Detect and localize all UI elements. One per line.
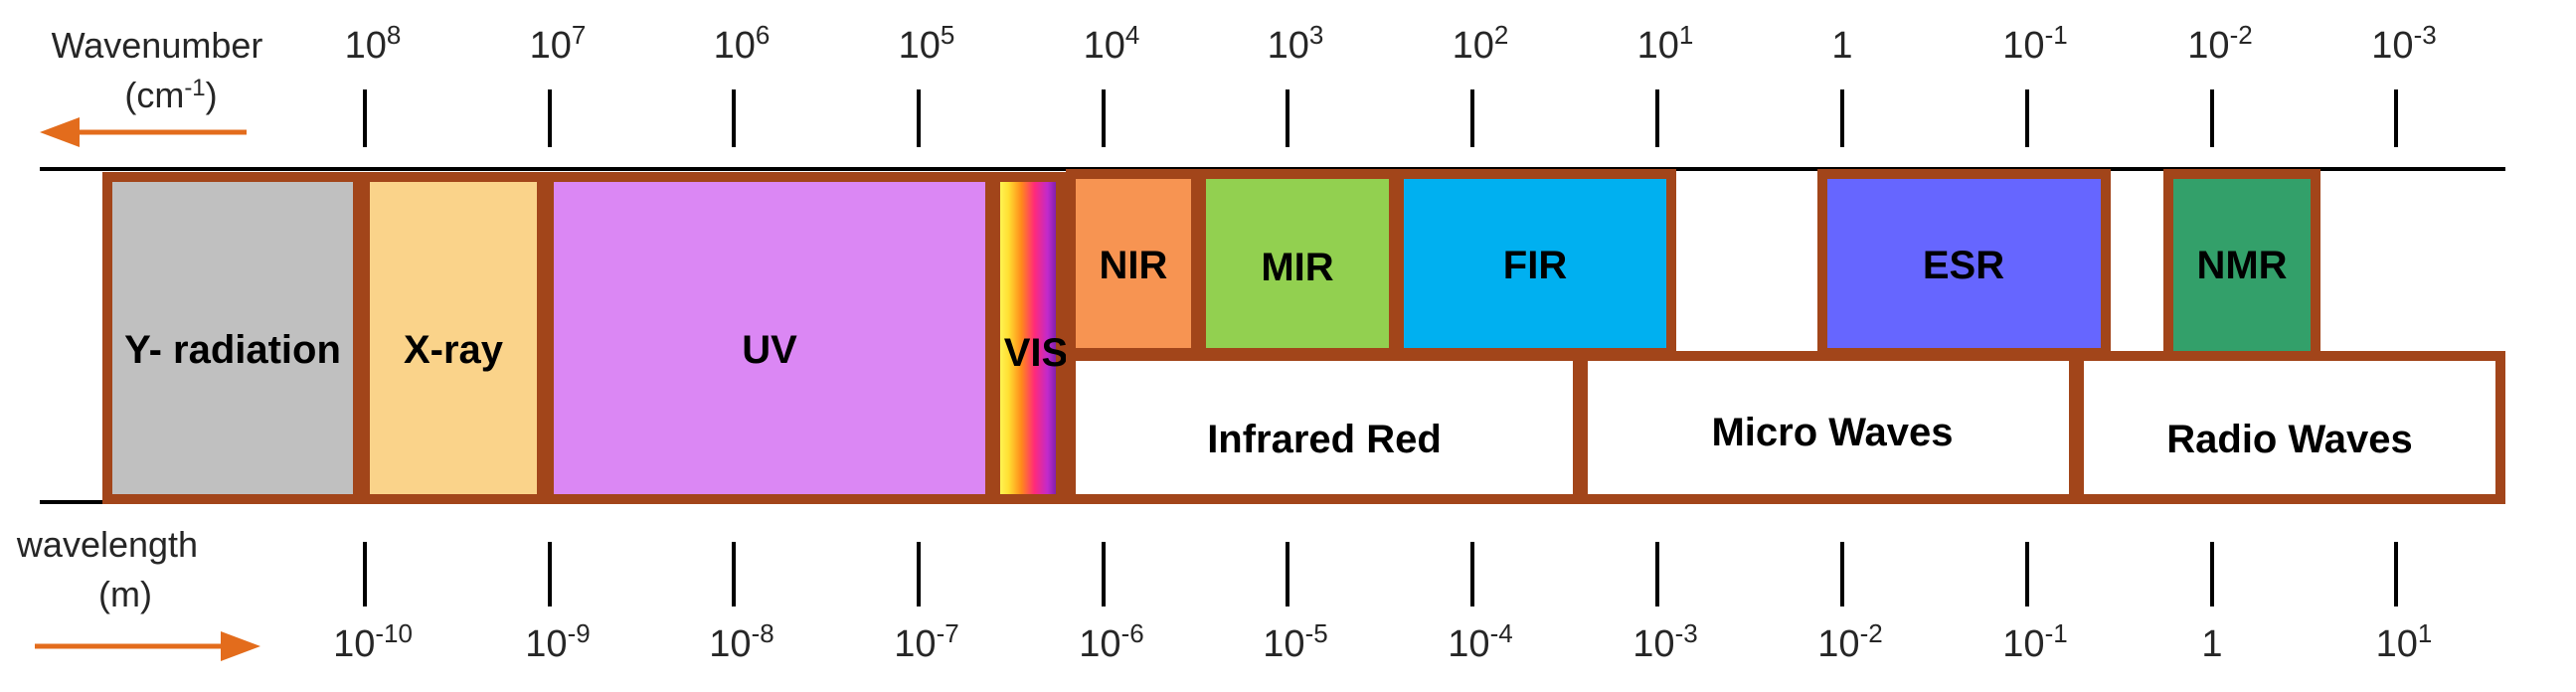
region-gamma-label: Y- radiation (124, 328, 341, 372)
wavelength-tick-label: 10-7 (894, 618, 958, 665)
wavenumber-unit: (cm-1) (124, 75, 217, 115)
wavelength-tick-label: 10-8 (709, 618, 773, 665)
band-infrared-box (1066, 351, 1583, 504)
region-xray: X-ray (360, 172, 547, 504)
wavenumber-label: Wavenumber (52, 25, 263, 66)
band-infrared: Infrared Red (1066, 351, 1583, 504)
wavelength-tick-label: 1 (2201, 623, 2222, 665)
region-gamma-box (102, 172, 363, 504)
region-nir-box (1066, 169, 1201, 358)
region-xray-label: X-ray (404, 328, 504, 372)
region-fir: FIR (1394, 169, 1676, 358)
region-nmr-box (2163, 169, 2320, 361)
region-xray-box (360, 172, 547, 504)
region-uv-box (544, 172, 995, 504)
wavenumber-tick-label: 10-1 (2002, 20, 2067, 67)
wavenumber-tick-label: 104 (1084, 20, 1140, 67)
band-microwaves-box (1578, 351, 2079, 504)
wavelength-tick-label: 10-1 (2002, 618, 2067, 665)
region-vis-label: VIS (1004, 331, 1068, 375)
band-microwaves-label: Micro Waves (1711, 411, 1953, 454)
wavelength-tick-label: 10-5 (1263, 618, 1327, 665)
region-mir-box (1196, 169, 1399, 358)
wavelength-tick-label: 10-6 (1079, 618, 1143, 665)
region-esr-label: ESR (1923, 244, 2004, 287)
region-gamma: Y- radiation (102, 172, 363, 504)
wavelength-ticks: 10-10 10-9 10-8 10-7 10-6 10-5 10-4 10-3 10-2 10-… (333, 542, 2432, 665)
wavenumber-tick-label: 101 (1637, 20, 1694, 67)
wavenumber-tick-label: 105 (899, 20, 955, 67)
wavelength-arrow-icon (35, 631, 260, 661)
region-mir-label: MIR (1261, 246, 1333, 289)
region-nir: NIR (1066, 169, 1201, 358)
wavenumber-ticks: 108 107 106 105 104 103 102 101 1 10-1 10-2 10-3 (345, 20, 2437, 147)
region-nmr: NMR (2163, 169, 2320, 361)
wavenumber-tick-label: 108 (345, 20, 402, 67)
arrow-head (221, 631, 260, 661)
region-nir-label: NIR (1100, 244, 1168, 287)
wavelength-tick-label: 101 (2376, 618, 2433, 665)
wavenumber-tick-label: 107 (530, 20, 587, 67)
region-fir-label: FIR (1503, 244, 1568, 287)
band-infrared-label: Infrared Red (1207, 418, 1442, 461)
wavelength-tick-label: 10-4 (1448, 618, 1512, 665)
band-radiowaves: Radio Waves (2074, 351, 2505, 504)
wavelength-tick-label: 10-10 (333, 618, 413, 665)
band-microwaves: Micro Waves (1578, 351, 2079, 504)
region-vis-box (990, 172, 1066, 504)
wavenumber-tick-label: 106 (714, 20, 771, 67)
wavelength-tick-label: 10-9 (525, 618, 590, 665)
wavenumber-tick-label: 103 (1268, 20, 1324, 67)
wavelength-tick-label: 10-3 (1632, 618, 1697, 665)
wavenumber-tick-label: 1 (1831, 25, 1852, 67)
band-radiowaves-label: Radio Waves (2166, 418, 2412, 461)
wavelength-tick-label: 10-2 (1817, 618, 1882, 665)
region-fir-box (1394, 169, 1676, 358)
region-uv-label: UV (742, 328, 797, 372)
region-mir: MIR (1196, 169, 1399, 358)
wavenumber-tick-label: 10-3 (2371, 20, 2436, 67)
region-esr-box (1817, 169, 2111, 358)
wavelength-label: wavelength (16, 524, 198, 565)
region-vis: VIS (990, 172, 1068, 504)
arrow-head (40, 117, 80, 147)
wavenumber-tick-label: 10-2 (2187, 20, 2252, 67)
region-uv: UV (544, 172, 995, 504)
region-esr: ESR (1817, 169, 2111, 358)
wavelength-unit: (m) (98, 574, 152, 614)
wavenumber-tick-label: 102 (1453, 20, 1509, 67)
wavenumber-arrow-icon (40, 117, 247, 147)
region-nmr-label: NMR (2196, 244, 2287, 287)
